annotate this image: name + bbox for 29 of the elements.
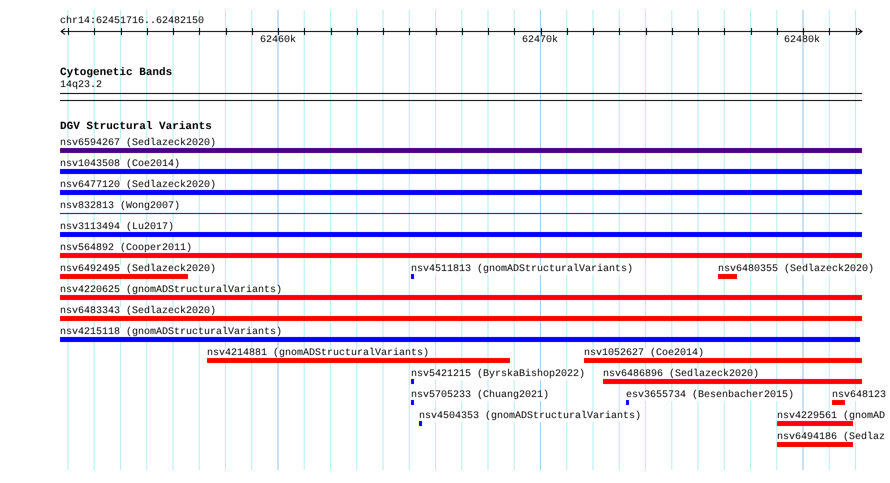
variant-label: nsv4504353 (gnomADStructuralVariants) xyxy=(419,412,642,422)
band-label: 14q23.2 xyxy=(60,80,102,91)
tick-label: 62470k xyxy=(522,35,558,46)
variant-label: nsv6477120 (Sedlazeck2020) xyxy=(60,181,216,191)
tick-label: 62480k xyxy=(784,35,820,46)
variant-label: nsv6494186 (Sedlaz xyxy=(777,433,886,443)
variant-label: nsv5705233 (Chuang2021) xyxy=(411,391,550,401)
variant-label: nsv564892 (Cooper2011) xyxy=(60,244,192,254)
track-title: Cytogenetic Bands xyxy=(60,68,172,79)
variant-label: nsv6486896 (Sedlazeck2020) xyxy=(603,370,760,380)
coordinate-range: chr14:62451716..62482150 xyxy=(60,16,204,27)
variant-label: nsv4511813 (gnomADStructuralVariants) xyxy=(411,265,634,275)
variant-label: nsv832813 (Wong2007) xyxy=(60,202,180,212)
variant-label: nsv648123 xyxy=(832,391,886,401)
tick-label: 62460k xyxy=(260,35,296,46)
track-title: DGV Structural Variants xyxy=(60,122,212,133)
variant-label: nsv1043508 (Coe2014) xyxy=(60,160,180,170)
variant-label: nsv4215118 (gnomADStructuralVariants) xyxy=(60,328,282,338)
variant-label: nsv6492495 (Sedlazeck2020) xyxy=(60,265,216,275)
variant-label: nsv4214881 (gnomADStructuralVariants) xyxy=(207,349,430,359)
variant-label: esv3655734 (Besenbacher2015) xyxy=(626,391,794,401)
variant-label: nsv3113494 (Lu2017) xyxy=(60,223,174,233)
variant-label: nsv4229561 (gnomAD xyxy=(777,412,886,422)
variant-label: nsv1052627 (Coe2014) xyxy=(584,349,704,359)
variant-label: nsv5421215 (ByrskaBishop2022) xyxy=(411,370,586,380)
variant-label: nsv6480355 (Sedlazeck2020) xyxy=(718,265,874,275)
variant-label: nsv4220625 (gnomADStructuralVariants) xyxy=(60,286,282,296)
variant-label: nsv6483343 (Sedlazeck2020) xyxy=(60,307,216,317)
variant-label: nsv6594267 (Sedlazeck2020) xyxy=(60,139,216,149)
